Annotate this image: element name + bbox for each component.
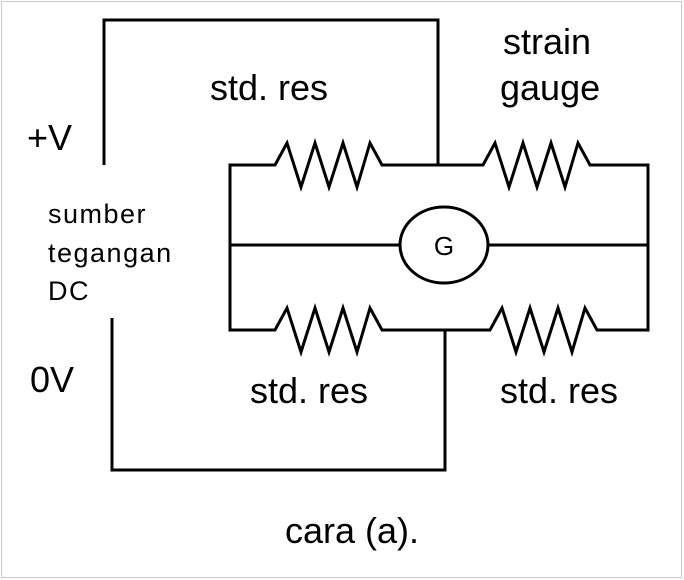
galvanometer-label: G <box>434 231 454 261</box>
label-source-line-3: DC <box>48 276 90 306</box>
label-std-res-bottom-left: std. res <box>250 370 368 411</box>
supply-wire-positive <box>102 18 440 165</box>
caption: cara (a). <box>285 510 419 551</box>
resistor-strain-gauge <box>438 138 650 245</box>
label-strain-gauge-line-1: strain <box>503 21 591 62</box>
galvanometer-symbol <box>398 205 490 285</box>
label-plus-v: +V <box>27 117 72 158</box>
label-std-res-top: std. res <box>210 67 328 108</box>
resistor-std-res-bottom-right <box>445 245 650 358</box>
resistor-std-res-bottom-left <box>228 245 445 358</box>
supply-wire-ground <box>110 318 447 472</box>
label-source-line-1: sumber <box>48 199 147 229</box>
label-strain-gauge-line-2: gauge <box>500 67 600 108</box>
label-std-res-bottom-right: std. res <box>500 370 618 411</box>
label-zero-v: 0V <box>30 359 74 400</box>
label-source-line-2: tegangan <box>48 238 173 268</box>
resistor-std-res-top <box>228 138 438 245</box>
